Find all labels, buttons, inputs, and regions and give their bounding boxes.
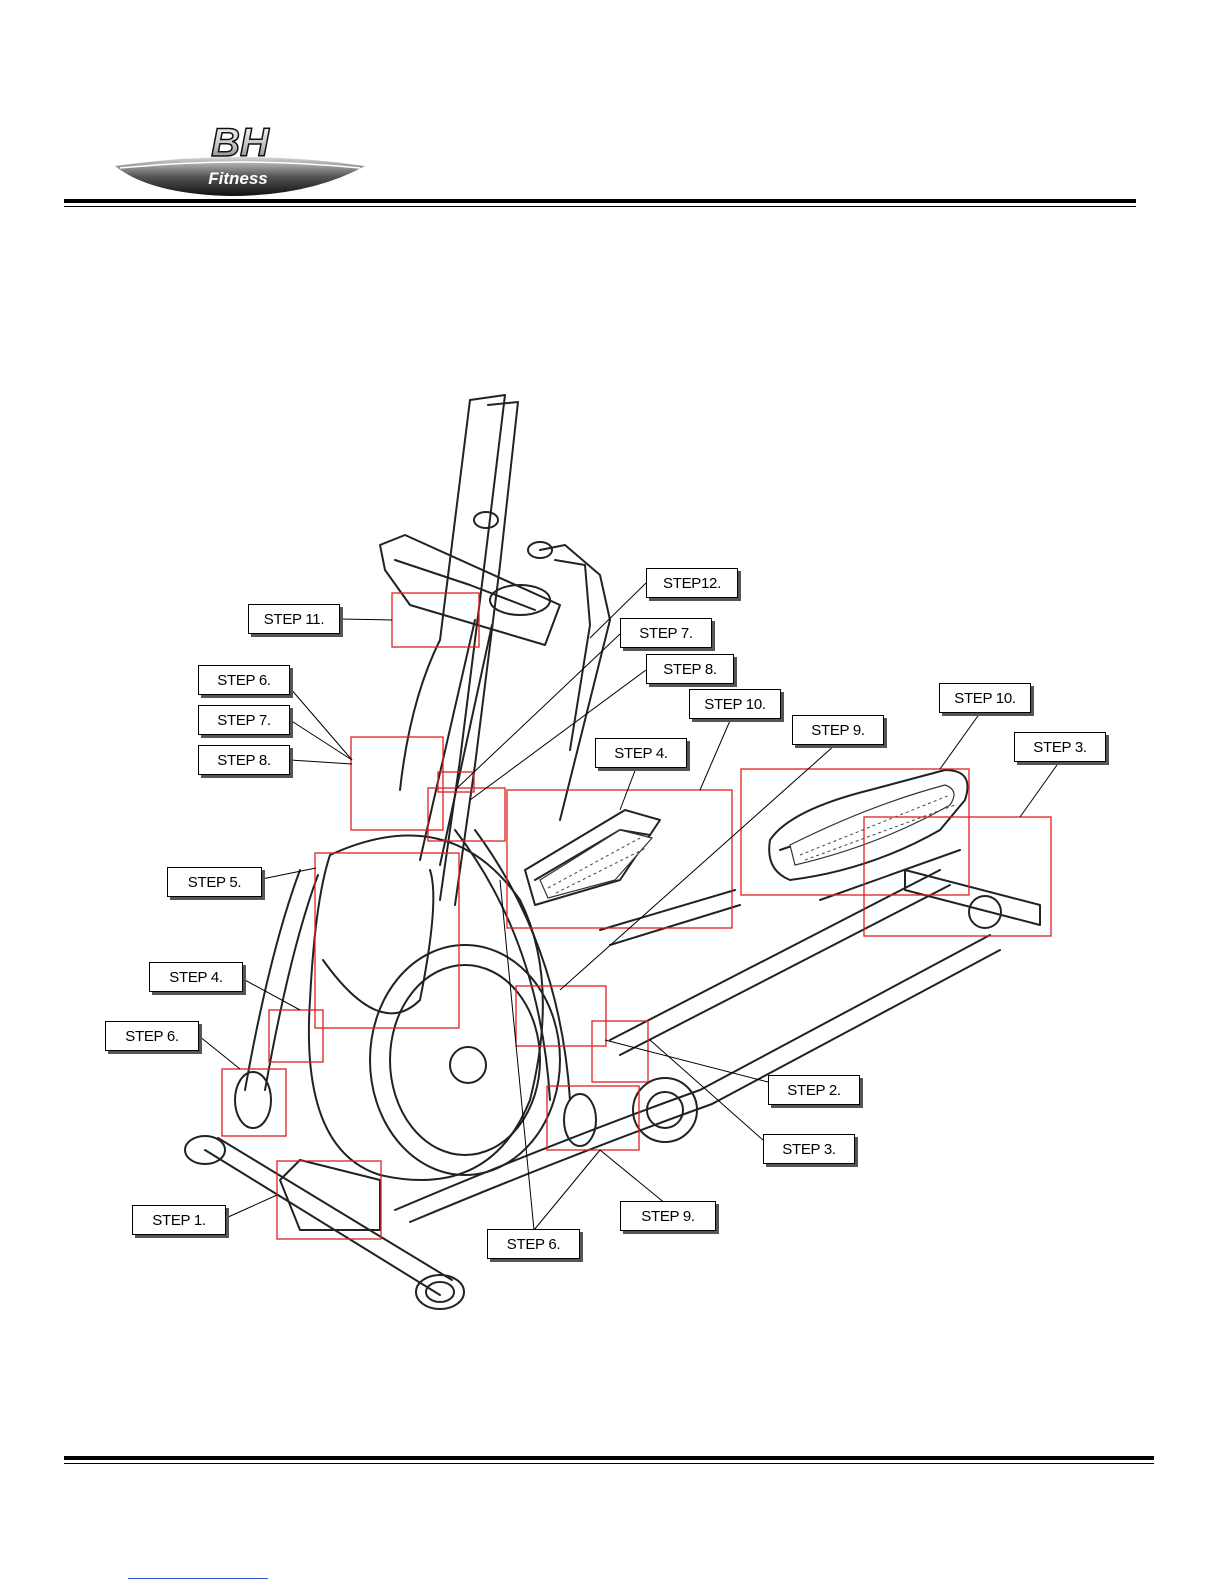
main-frame xyxy=(395,870,1000,1222)
footer-rule xyxy=(64,1456,1154,1464)
highlight-console xyxy=(392,593,479,647)
flywheel-housing xyxy=(309,835,560,1180)
step4-label-left: STEP 4. xyxy=(149,962,243,992)
step2-label: STEP 2. xyxy=(768,1075,860,1105)
step7-label-top: STEP 7. xyxy=(620,618,712,648)
highlight-center-pivot xyxy=(428,788,505,841)
step5-label: STEP 5. xyxy=(167,867,262,897)
step3-label-low: STEP 3. xyxy=(763,1134,855,1164)
step11-label: STEP 11. xyxy=(248,604,340,634)
lower-arms xyxy=(245,830,570,1100)
step6-label-bottom: STEP 6. xyxy=(487,1229,580,1259)
step7-label-left: STEP 7. xyxy=(198,705,290,735)
step8-label-left: STEP 8. xyxy=(198,745,290,775)
left-handlebar xyxy=(400,395,518,905)
step10-label-mid: STEP 10. xyxy=(689,689,781,719)
step3-label-right: STEP 3. xyxy=(1014,732,1106,762)
right-handlebar xyxy=(528,542,610,820)
step6-label-left: STEP 6. xyxy=(198,665,290,695)
left-arm-cap xyxy=(235,1072,271,1128)
step6-label-far: STEP 6. xyxy=(105,1021,199,1051)
highlight-link xyxy=(592,1021,648,1082)
step8-label-top: STEP 8. xyxy=(646,654,734,684)
pedal-tread xyxy=(540,785,954,898)
base-bracket xyxy=(280,1160,380,1230)
step4-label-mid: STEP 4. xyxy=(595,738,687,768)
step9-label-low: STEP 9. xyxy=(620,1201,716,1231)
step12-label: STEP12. xyxy=(646,568,738,598)
step1-label: STEP 1. xyxy=(132,1205,226,1235)
step9-label-top: STEP 9. xyxy=(792,715,884,745)
highlight-rear-stabilizer xyxy=(864,817,1051,936)
step10-label-right: STEP 10. xyxy=(939,683,1031,713)
highlight-left-cap xyxy=(222,1069,286,1136)
console xyxy=(380,535,560,645)
highlight-boxes xyxy=(222,593,1051,1239)
right-arm-cap xyxy=(564,1094,596,1146)
upright-column xyxy=(420,620,492,865)
footer-link-underline xyxy=(128,1578,268,1579)
highlight-shroud xyxy=(315,853,459,1028)
leader-lines xyxy=(199,583,1057,1230)
